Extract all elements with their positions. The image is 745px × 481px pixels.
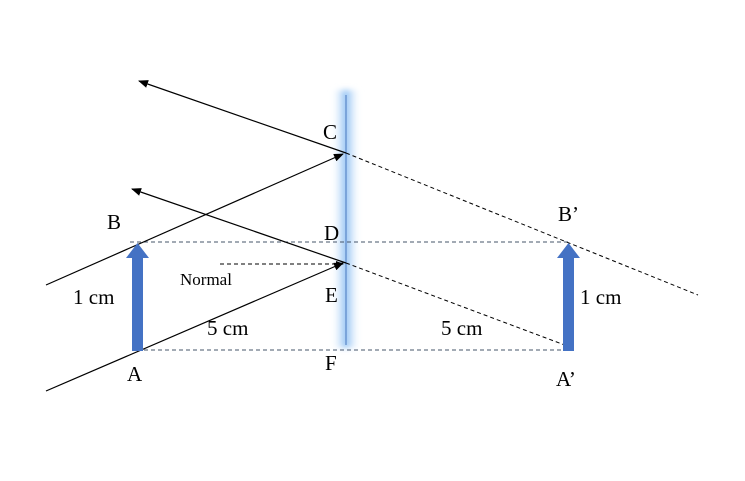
label-point-c: C xyxy=(323,120,337,144)
label-point-d: D xyxy=(324,221,339,245)
virtual-ray-lower xyxy=(345,262,571,348)
incident-ray-lower xyxy=(45,262,344,392)
label-point-a: A xyxy=(127,362,143,386)
reflected-ray-upper xyxy=(138,80,347,154)
incident-ray-upper xyxy=(45,153,344,286)
image-arrow xyxy=(557,243,580,351)
label-image-distance: 5 cm xyxy=(441,316,482,340)
virtual-ray-upper xyxy=(345,152,699,296)
label-point-b-image: B’ xyxy=(558,202,579,226)
reflected-ray-lower xyxy=(131,188,347,264)
label-point-b: B xyxy=(107,210,121,234)
label-normal: Normal xyxy=(180,270,232,289)
label-point-a-image: A’ xyxy=(556,367,576,391)
label-point-f: F xyxy=(325,351,337,375)
label-image-height: 1 cm xyxy=(580,285,621,309)
label-object-distance: 5 cm xyxy=(207,316,248,340)
object-arrow xyxy=(126,243,149,351)
label-point-e: E xyxy=(325,283,338,307)
label-object-height: 1 cm xyxy=(73,285,114,309)
